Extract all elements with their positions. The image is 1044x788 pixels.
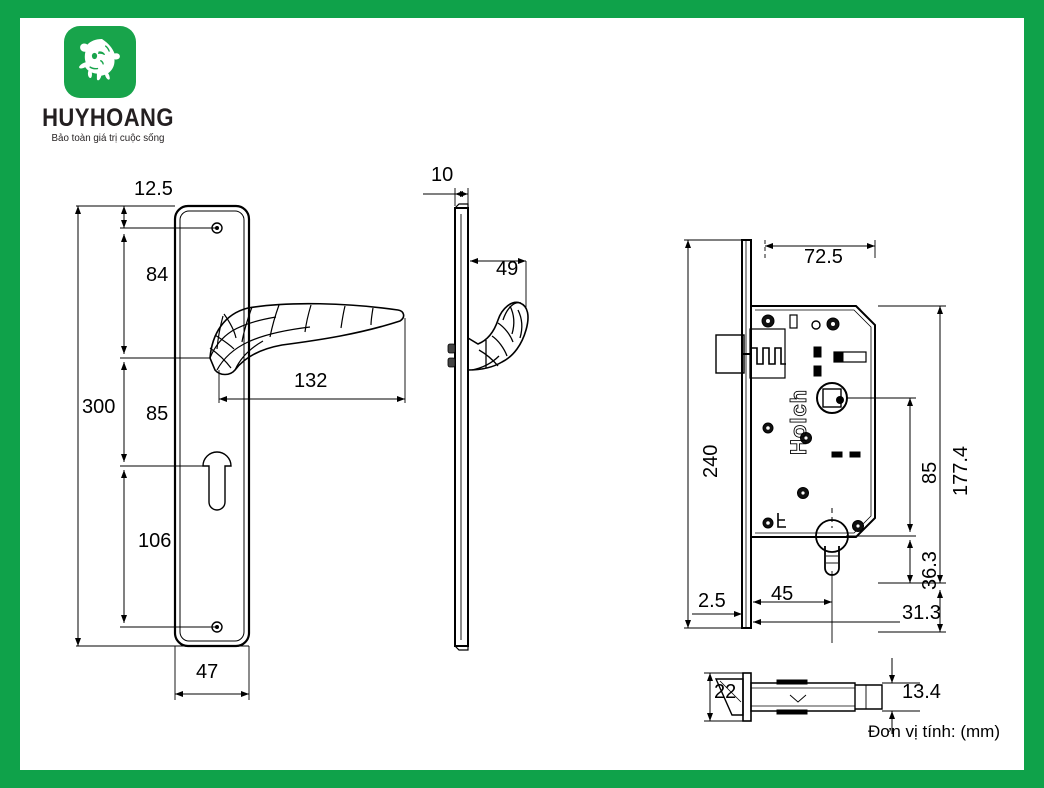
dim-front-handle-to-keyhole: 85 — [146, 403, 169, 425]
latch-bolt-side-view — [704, 658, 920, 734]
logo-tagline: Bảo toàn giá trị cuộc sống — [51, 132, 165, 144]
dim-front-keyhole-to-bottom: 106 — [138, 530, 172, 552]
dim-lock-body-height: 177.4 — [950, 445, 972, 496]
dim-latch-bolt-height: 13.4 — [902, 681, 941, 703]
mortise-lock-body-view: Holch — [684, 239, 946, 643]
dim-lock-faceplate-thickness: 2.5 — [698, 590, 726, 612]
dim-front-handle-center: 84 — [146, 264, 169, 286]
side-profile-view — [423, 188, 529, 651]
logo-wordmark: HUYHOANG — [42, 104, 174, 132]
dim-lock-backset: 45 — [771, 583, 794, 605]
dim-side-plate-thickness: 10 — [431, 164, 454, 186]
dim-front-top-offset: 12.5 — [134, 178, 173, 200]
dim-lock-body-width: 72.5 — [804, 246, 843, 268]
dim-side-lever-projection: 49 — [496, 258, 519, 280]
drawing-sheet: HUYHOANG Bảo toàn giá trị cuộc sống — [20, 18, 1024, 770]
elephant-head-icon — [79, 39, 120, 81]
dim-lock-faceplate-height: 240 — [700, 444, 722, 478]
dim-front-overall-height: 300 — [82, 396, 116, 418]
dim-latch-faceplate-width: 22 — [714, 681, 737, 703]
dim-lock-keyhole-to-bottom: 36.3 — [919, 551, 941, 590]
svg-text:Holch: Holch — [786, 389, 811, 455]
unit-caption: Đơn vị tính: (mm) — [867, 722, 1000, 741]
dim-front-plate-width: 47 — [196, 661, 219, 683]
dim-lock-bottom-offset: 31.3 — [902, 602, 941, 624]
dim-front-lever-length: 132 — [294, 370, 328, 392]
logo-badge — [64, 26, 136, 98]
company-logo: HUYHOANG Bảo toàn giá trị cuộc sống — [28, 26, 188, 154]
dim-lock-spindle-to-keyhole: 85 — [919, 461, 941, 484]
front-plate-view — [75, 204, 406, 700]
technical-drawing: Holch — [75, 188, 946, 734]
